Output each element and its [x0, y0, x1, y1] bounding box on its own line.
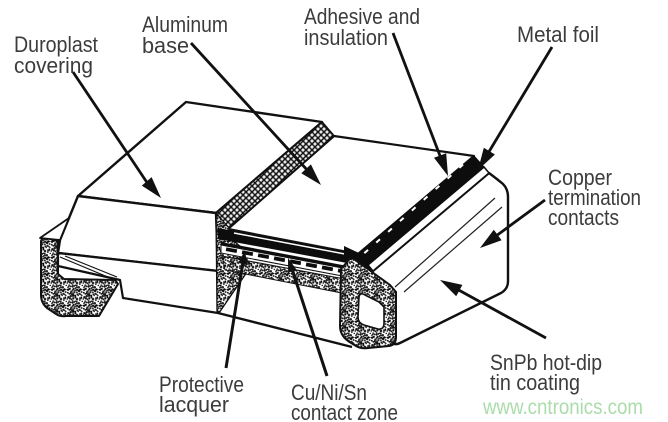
svg-text:Copper: Copper	[548, 165, 612, 190]
svg-text:tin coating: tin coating	[490, 370, 580, 395]
svg-text:Protective: Protective	[159, 372, 244, 397]
svg-text:termination: termination	[548, 185, 641, 210]
svg-text:Adhesive and: Adhesive and	[304, 4, 420, 29]
svg-text:Metal foil: Metal foil	[517, 22, 599, 47]
svg-text:covering: covering	[14, 53, 93, 78]
svg-text:Aluminum: Aluminum	[142, 12, 228, 37]
svg-text:contacts: contacts	[548, 205, 619, 230]
svg-text:Cu/Ni/Sn: Cu/Ni/Sn	[291, 380, 367, 405]
svg-text:Duroplast: Duroplast	[14, 32, 99, 57]
svg-text:base: base	[142, 33, 189, 58]
svg-text:lacquer: lacquer	[159, 392, 229, 417]
svg-text:SnPb hot-dip: SnPb hot-dip	[490, 350, 602, 375]
svg-text:contact zone: contact zone	[291, 400, 398, 422]
svg-text:insulation: insulation	[304, 25, 388, 50]
svg-text:www.cntronics.com: www.cntronics.com	[482, 396, 643, 419]
